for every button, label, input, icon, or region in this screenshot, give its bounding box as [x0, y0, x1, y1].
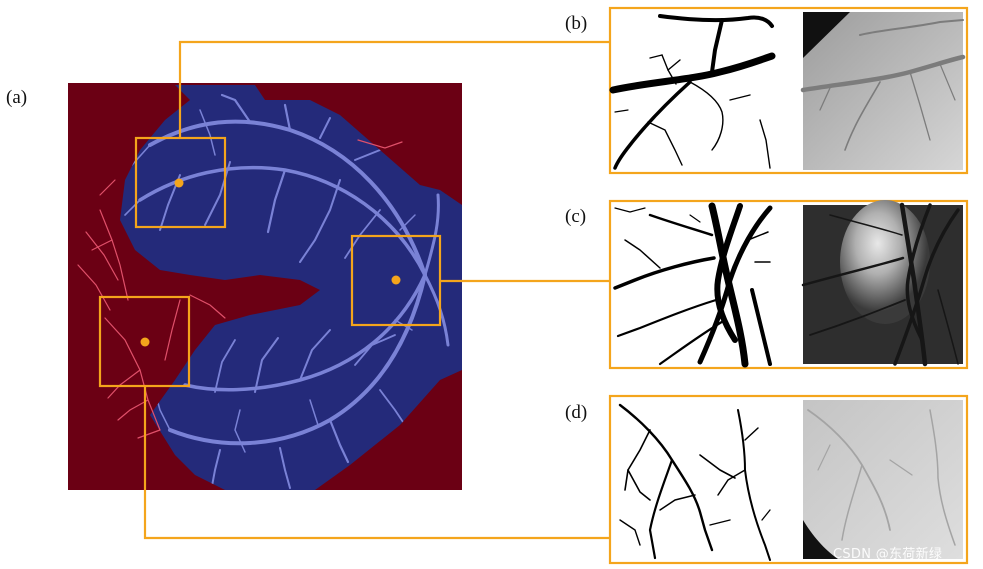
panel-label-a: (a) [6, 87, 27, 109]
highlight-dot-b [175, 179, 184, 188]
detail-panel-b [610, 8, 967, 173]
watermark-text: CSDN @东荷新绿 [833, 543, 942, 562]
panel-label-b: (b) [565, 13, 587, 35]
panel-label-c: (c) [565, 206, 586, 228]
panel-d-fundus-crop [803, 400, 963, 559]
detail-panel-d [610, 396, 967, 563]
highlight-dot-c [392, 276, 401, 285]
segmentation-map [68, 83, 462, 490]
panel-b-fundus-crop [803, 12, 963, 170]
panel-label-d: (d) [565, 402, 587, 424]
highlight-dot-d [141, 338, 150, 347]
detail-panel-c [610, 200, 967, 368]
panel-c-fundus-crop [803, 200, 963, 364]
